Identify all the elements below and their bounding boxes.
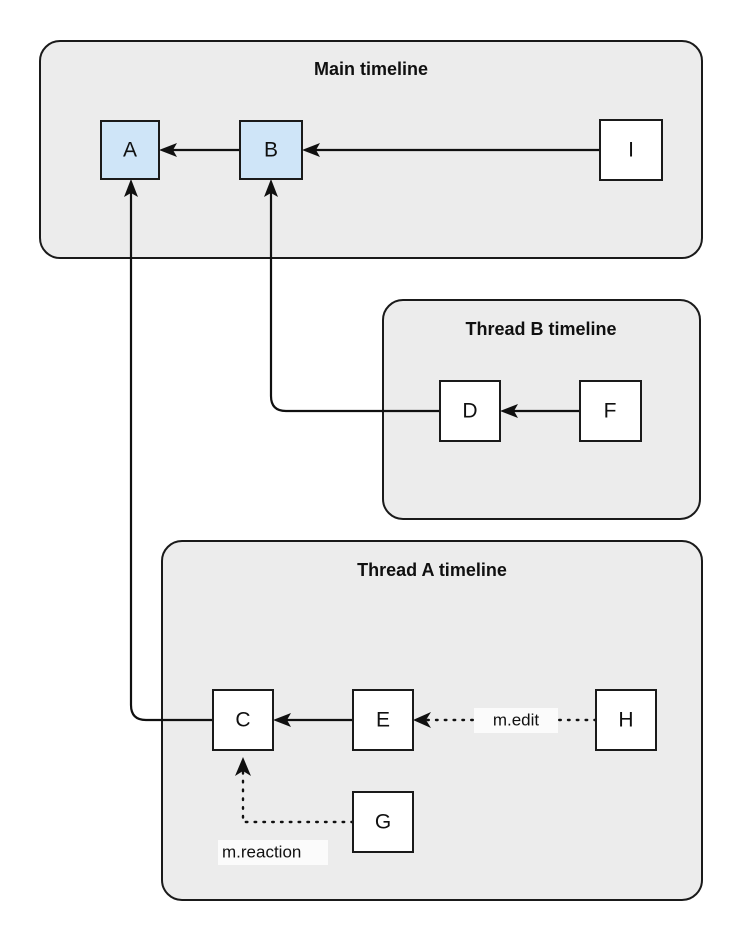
node-f-label: F — [604, 400, 617, 423]
edge-g-to-c[interactable] — [235, 757, 355, 824]
node-a-box — [100, 120, 160, 180]
nodes: A B I D F C — [100, 119, 663, 853]
edge-d-to-b-arrowhead — [264, 179, 278, 197]
group-thread-b-timeline[interactable]: Thread B timeline — [382, 299, 701, 520]
node-a-label: A — [123, 139, 137, 162]
node-g[interactable]: G — [352, 791, 414, 853]
edge-label-m-reaction-bg — [218, 840, 328, 865]
node-c-box — [212, 689, 274, 751]
edge-c-to-a-line — [129, 187, 213, 722]
edge-e-to-c-arrowhead — [273, 713, 291, 727]
node-i-box — [599, 119, 663, 181]
edge-label-m-edit-bg — [474, 708, 558, 733]
edge-f-to-d[interactable] — [500, 404, 580, 418]
edge-h-to-e-arrowhead — [413, 712, 431, 728]
edge-f-to-d-arrowhead — [500, 404, 518, 418]
edge-label-m-reaction-text: m.reaction — [222, 842, 301, 861]
group-thread-a-timeline-title: Thread A timeline — [357, 560, 507, 580]
edge-label-m-edit-text: m.edit — [493, 710, 540, 729]
node-c-label: C — [235, 709, 250, 732]
group-thread-b-timeline-title: Thread B timeline — [465, 319, 616, 339]
node-g-label: G — [375, 811, 391, 834]
group-containers: Main timeline Thread B timeline Thread A… — [39, 40, 703, 901]
node-d-label: D — [462, 400, 477, 423]
node-f-box — [579, 380, 642, 442]
node-e-box — [352, 689, 414, 751]
edge-label-m-edit: m.edit — [474, 708, 558, 733]
node-g-box — [352, 791, 414, 853]
node-a[interactable]: A — [100, 120, 160, 180]
node-d[interactable]: D — [439, 380, 501, 442]
node-b-box — [239, 120, 303, 180]
node-e[interactable]: E — [352, 689, 414, 751]
node-d-box — [439, 380, 501, 442]
edge-label-m-reaction: m.reaction — [218, 840, 328, 865]
node-i[interactable]: I — [599, 119, 663, 181]
node-e-label: E — [376, 709, 390, 732]
node-f[interactable]: F — [579, 380, 642, 442]
edge-d-to-b[interactable] — [264, 179, 440, 413]
edge-c-to-a-arrowhead — [124, 179, 138, 197]
node-h[interactable]: H — [595, 689, 657, 751]
edge-b-to-a[interactable] — [159, 143, 240, 157]
edge-b-to-a-arrowhead — [159, 143, 177, 157]
node-c[interactable]: C — [212, 689, 274, 751]
node-i-label: I — [628, 139, 634, 162]
node-b[interactable]: B — [239, 120, 303, 180]
edge-i-to-b-arrowhead — [302, 143, 320, 157]
edge-c-to-a[interactable] — [124, 179, 213, 722]
group-main-timeline-title: Main timeline — [314, 59, 428, 79]
node-h-label: H — [618, 709, 633, 732]
edge-labels: m.edit m.reaction — [218, 708, 558, 865]
edge-d-to-b-line — [269, 187, 440, 413]
edge-g-to-c-arrowhead — [235, 757, 251, 776]
group-thread-b-timeline-box — [382, 299, 701, 520]
node-h-box — [595, 689, 657, 751]
edge-e-to-c[interactable] — [273, 713, 353, 727]
node-b-label: B — [264, 139, 278, 162]
edge-i-to-b[interactable] — [302, 143, 600, 157]
edge-g-to-c-line — [241, 764, 355, 824]
